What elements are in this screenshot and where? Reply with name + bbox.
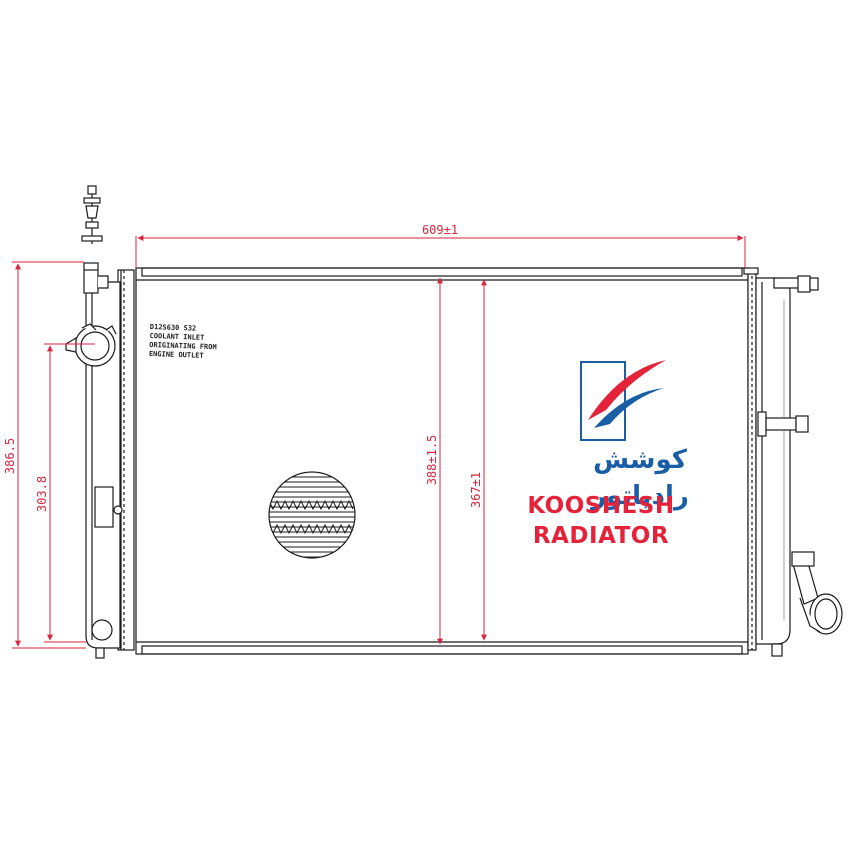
right-tank (743, 267, 791, 657)
logo-farsi-text: کوشش رادیاتور (591, 445, 689, 511)
dimension-labels: 609±1 386.5 303.8 388±1.5 367±1 (3, 223, 483, 512)
fin-louver (269, 499, 354, 511)
right-middle-pipe (757, 411, 809, 437)
right-top-outlet (773, 275, 819, 293)
dim-height-inner-label: 303.8 (35, 476, 49, 512)
bleed-screw-icon (81, 185, 103, 244)
inlet-note: D12S630 S32 COOLANT INLET ORIGINATING FR… (149, 323, 240, 362)
logo-text-line1: KOOSHESH (527, 493, 675, 519)
dim-core-b-label: 367±1 (469, 472, 483, 508)
bleed-nozzle (83, 262, 109, 294)
dim-width-label: 609±1 (422, 223, 458, 237)
dimension-lines (12, 235, 746, 649)
fin-detail-circle (268, 471, 356, 559)
coolant-inlet-flange (65, 323, 117, 367)
left-tank (85, 269, 135, 659)
dim-height-outer-label: 386.5 (3, 438, 17, 474)
fin-louver (269, 523, 354, 535)
right-bottom-elbow (791, 551, 843, 635)
logo-text-line2: RADIATOR (532, 523, 670, 549)
logo-mark (580, 360, 666, 441)
dim-core-a-label: 388±1.5 (425, 435, 439, 486)
